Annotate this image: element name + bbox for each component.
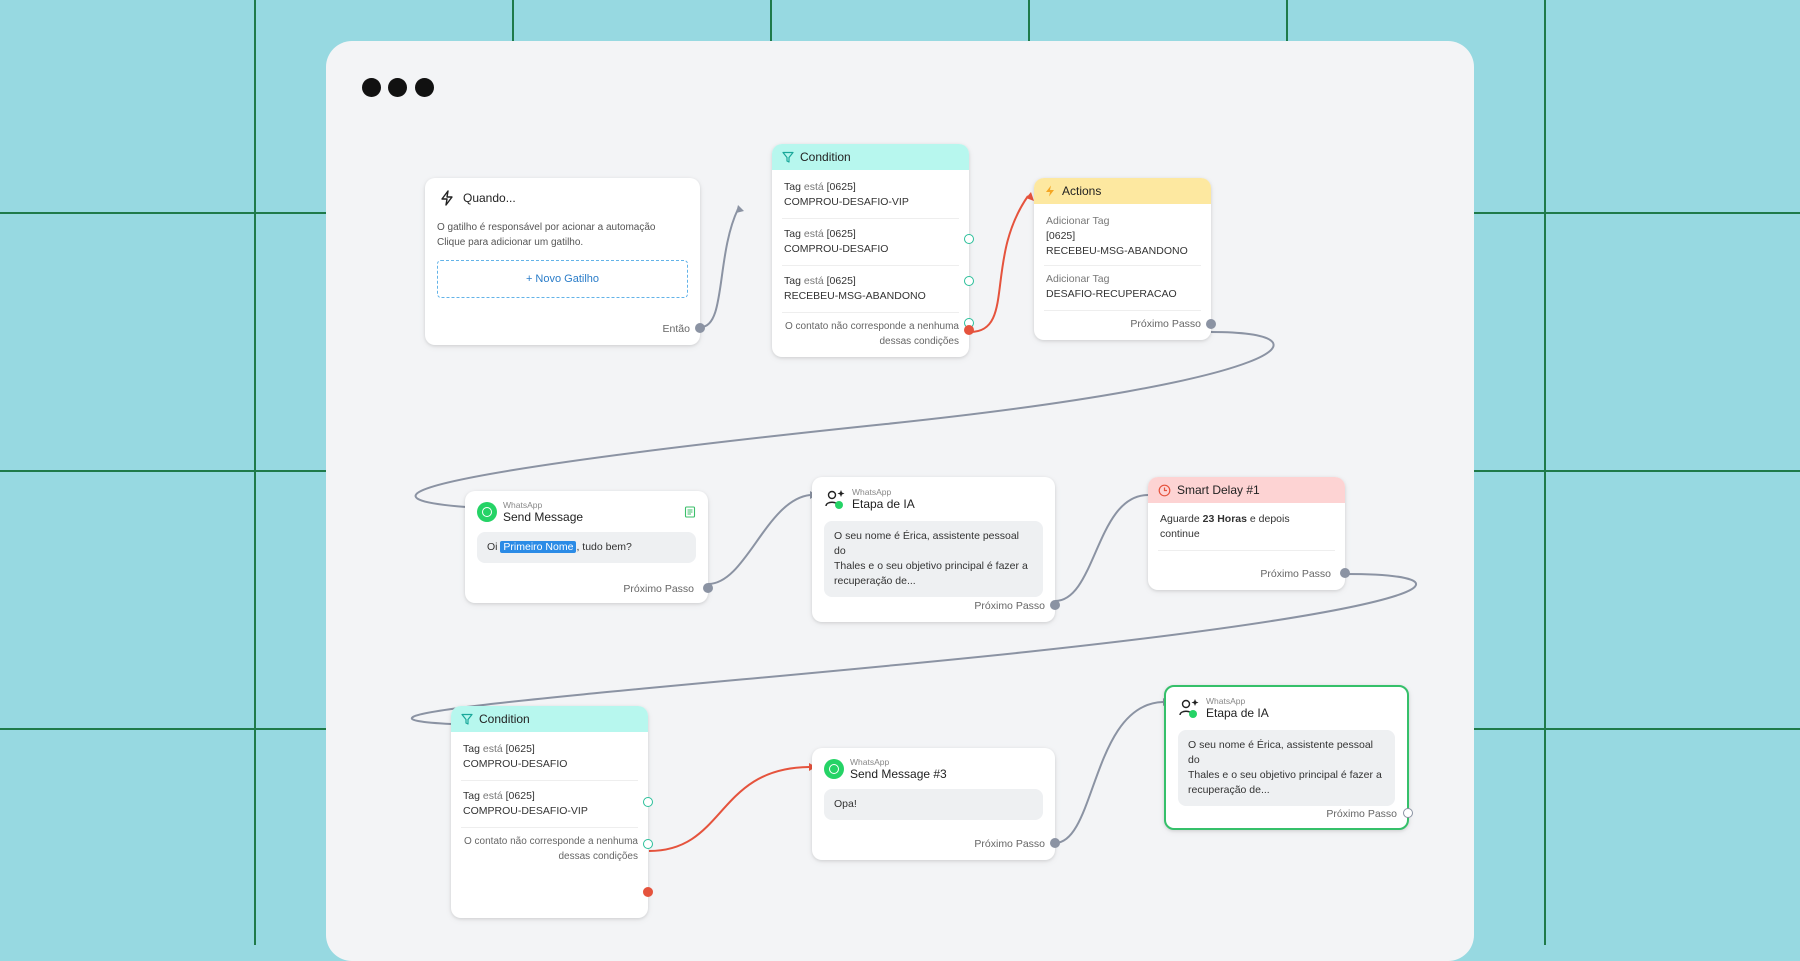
condition-output-port[interactable] xyxy=(964,234,974,244)
grid-line xyxy=(254,0,256,945)
new-trigger-button[interactable]: + Novo Gatilho xyxy=(437,260,688,298)
ai-agent-icon xyxy=(825,490,845,509)
smart-delay-footer: Próximo Passo xyxy=(1260,568,1331,580)
send-message-title: Send Message #3 xyxy=(850,767,947,781)
send-message-header: WhatsApp Send Message xyxy=(465,491,708,524)
lightning-icon xyxy=(441,190,453,206)
edge-arrow xyxy=(736,205,744,213)
ai-prompt-bubble[interactable]: O seu nome é Érica, assistente pessoal d… xyxy=(1178,730,1395,806)
condition-title: Condition xyxy=(479,712,530,726)
window-dot[interactable] xyxy=(415,78,434,97)
note-icon[interactable] xyxy=(684,506,696,518)
condition-header: Condition xyxy=(451,706,648,732)
ai-step-title: Etapa de IA xyxy=(852,497,915,511)
filter-icon xyxy=(782,151,794,163)
edge-send-ai xyxy=(707,494,811,585)
trigger-title: Quando... xyxy=(463,191,516,205)
condition-output-port[interactable] xyxy=(643,839,653,849)
variable-chip[interactable]: Primeiro Nome xyxy=(500,541,577,553)
trigger-description: O gatilho é responsável por acionar a au… xyxy=(437,222,656,233)
lightning-icon xyxy=(1046,185,1054,197)
actions-header: Actions xyxy=(1034,178,1211,204)
condition-rule[interactable]: Tag está [0625] COMPROU-DESAFIO xyxy=(463,743,568,770)
message-bubble[interactable]: Opa! xyxy=(824,789,1043,820)
clock-icon xyxy=(1158,484,1171,496)
grid-line xyxy=(1544,0,1546,945)
condition-node[interactable]: Condition Tag está [0625] COMPROU-DESAFI… xyxy=(772,144,974,357)
action-item[interactable]: Adicionar Tag DESAFIO-RECUPERACAO xyxy=(1046,273,1177,300)
ai-step-header: WhatsApp Etapa de IA xyxy=(1166,687,1407,720)
ai-step-node[interactable]: WhatsApp Etapa de IA O seu nome é Érica,… xyxy=(812,477,1060,622)
trigger-description: Clique para adicionar um gatilho. xyxy=(437,237,584,248)
condition-else-port[interactable] xyxy=(643,887,653,897)
ai-step-title: Etapa de IA xyxy=(1206,706,1269,720)
send-message-output-port[interactable] xyxy=(703,583,713,593)
channel-label: WhatsApp xyxy=(1206,696,1246,706)
condition-output-port[interactable] xyxy=(964,276,974,286)
smart-delay-title: Smart Delay #1 xyxy=(1177,483,1260,497)
ai-step-footer: Próximo Passo xyxy=(1326,808,1397,820)
condition-else: dessas condições xyxy=(879,336,960,347)
trigger-output-port[interactable] xyxy=(695,323,705,333)
send-message-header: WhatsApp Send Message #3 xyxy=(812,748,1055,781)
trigger-footer: Então xyxy=(662,323,690,335)
smart-delay-node[interactable]: Smart Delay #1 Aguarde 23 Horas e depois… xyxy=(1148,477,1350,590)
edge-ai-delay xyxy=(1054,494,1149,602)
ai-step-footer: Próximo Passo xyxy=(974,600,1045,612)
smart-delay-output-port[interactable] xyxy=(1340,568,1350,578)
condition-else: O contato não corresponde a nenhuma xyxy=(784,321,959,332)
condition-else-port[interactable] xyxy=(964,325,974,335)
condition-rule[interactable]: Tag está [0625] COMPROU-DESAFIO xyxy=(784,228,889,255)
condition-title: Condition xyxy=(800,150,851,164)
edge-condition-actions xyxy=(969,195,1029,333)
action-item[interactable]: Adicionar Tag [0625] RECEBEU-MSG-ABANDON… xyxy=(1046,215,1188,257)
message-bubble[interactable]: Oi Primeiro Nome, tudo bem? xyxy=(477,532,696,563)
app-window: Quando... O gatilho é responsável por ac… xyxy=(326,41,1474,961)
edge-condition2-send3 xyxy=(648,766,810,852)
ai-prompt-bubble[interactable]: O seu nome é Érica, assistente pessoal d… xyxy=(824,521,1043,597)
whatsapp-icon xyxy=(824,759,844,779)
edge-trigger-condition xyxy=(700,208,739,328)
send-message-title: Send Message xyxy=(503,510,584,524)
edge-arrow xyxy=(1026,192,1034,201)
window-dot[interactable] xyxy=(388,78,407,97)
send-message-output-port[interactable] xyxy=(1050,838,1060,848)
window-dot[interactable] xyxy=(362,78,381,97)
actions-node[interactable]: Actions Adicionar Tag [0625] RECEBEU-MSG… xyxy=(1034,178,1216,340)
edge-send3-ai2 xyxy=(1054,701,1164,844)
condition-header: Condition xyxy=(772,144,969,170)
condition-else: dessas condições xyxy=(558,851,639,862)
ai-step-header: WhatsApp Etapa de IA xyxy=(812,477,1055,511)
condition-rule[interactable]: Tag está [0625] COMPROU-DESAFIO-VIP xyxy=(463,790,588,817)
trigger-header: Quando... xyxy=(425,178,700,206)
whatsapp-icon xyxy=(477,502,497,522)
actions-footer: Próximo Passo xyxy=(1130,318,1201,330)
send-message-footer: Próximo Passo xyxy=(974,838,1045,850)
condition-rule[interactable]: Tag está [0625] COMPROU-DESAFIO-VIP xyxy=(784,181,909,208)
ai-step-output-port[interactable] xyxy=(1403,808,1413,818)
actions-output-port[interactable] xyxy=(1206,319,1216,329)
actions-title: Actions xyxy=(1062,184,1102,198)
delay-description: Aguarde 23 Horas e depois continue xyxy=(1160,513,1290,540)
channel-label: WhatsApp xyxy=(850,757,890,767)
ai-agent-icon xyxy=(1179,699,1199,718)
filter-icon xyxy=(461,713,473,725)
channel-label: WhatsApp xyxy=(503,500,543,510)
ai-step-output-port[interactable] xyxy=(1050,600,1060,610)
smart-delay-header: Smart Delay #1 xyxy=(1148,477,1345,503)
condition-node[interactable]: Condition Tag está [0625] COMPROU-DESAFI… xyxy=(451,706,653,918)
send-message-node[interactable]: WhatsApp Send Message Oi Primeiro Nome, … xyxy=(465,491,713,603)
trigger-node[interactable]: Quando... O gatilho é responsável por ac… xyxy=(425,178,705,345)
condition-output-port[interactable] xyxy=(643,797,653,807)
ai-step-node[interactable]: WhatsApp Etapa de IA O seu nome é Érica,… xyxy=(1164,685,1413,830)
condition-rule[interactable]: Tag está [0625] RECEBEU-MSG-ABANDONO xyxy=(784,275,926,302)
channel-label: WhatsApp xyxy=(852,487,892,497)
send-message-node[interactable]: WhatsApp Send Message #3 Opa! Próximo Pa… xyxy=(812,748,1060,860)
send-message-footer: Próximo Passo xyxy=(623,583,694,595)
condition-else: O contato não corresponde a nenhuma xyxy=(463,836,638,847)
